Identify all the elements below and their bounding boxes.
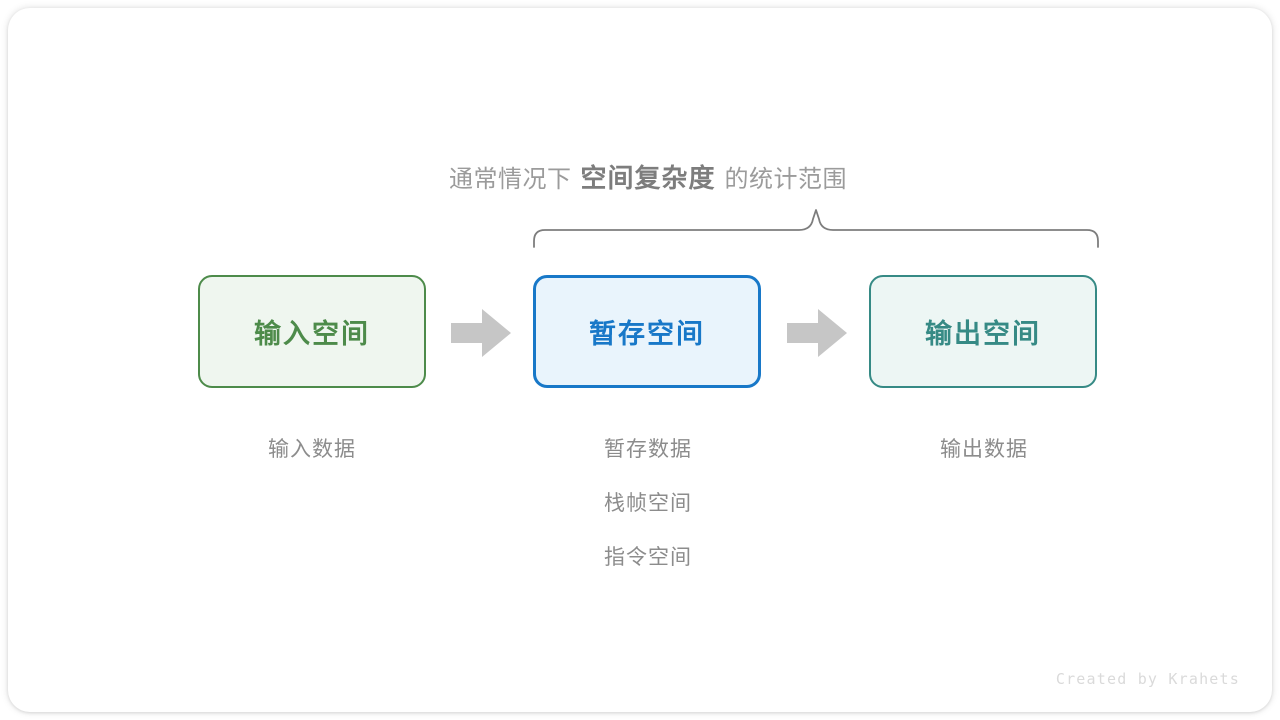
box-input-space[interactable]: 输入空间 — [198, 275, 426, 388]
caption-prefix: 通常情况下 — [448, 166, 572, 193]
caption-line: 暂存数据 — [604, 438, 692, 461]
arrow-right-icon — [787, 309, 847, 357]
box-temp-space[interactable]: 暂存空间 — [533, 275, 761, 388]
box-output-space-label: 输出空间 — [925, 319, 1041, 349]
caption-line: 指令空间 — [604, 546, 692, 569]
watermark: Created by Krahets — [1055, 670, 1240, 688]
caption-suffix: 的统计范围 — [724, 166, 847, 193]
box-input-space-label: 输入空间 — [254, 319, 370, 349]
box-temp-space-label: 暂存空间 — [589, 319, 705, 349]
caption-temp-column: 暂存数据 栈帧空间 指令空间 — [498, 433, 798, 571]
caption-output-column: 输出数据 — [834, 433, 1134, 463]
box-output-space[interactable]: 输出空间 — [869, 275, 1097, 388]
diagram-card: 通常情况下空间复杂度的统计范围 输入空间 暂存空间 输出空间 输入数据 暂存数据… — [8, 8, 1272, 712]
scope-brace-icon — [533, 209, 1099, 248]
caption-input-column: 输入数据 — [162, 433, 462, 463]
caption-emphasis: 空间复杂度 — [580, 163, 716, 193]
caption-line: 输出数据 — [940, 438, 1028, 461]
caption-line: 栈帧空间 — [604, 492, 692, 515]
diagram-caption: 通常情况下空间复杂度的统计范围 — [8, 158, 1272, 195]
caption-line: 输入数据 — [268, 438, 356, 461]
arrow-right-icon — [451, 309, 511, 357]
